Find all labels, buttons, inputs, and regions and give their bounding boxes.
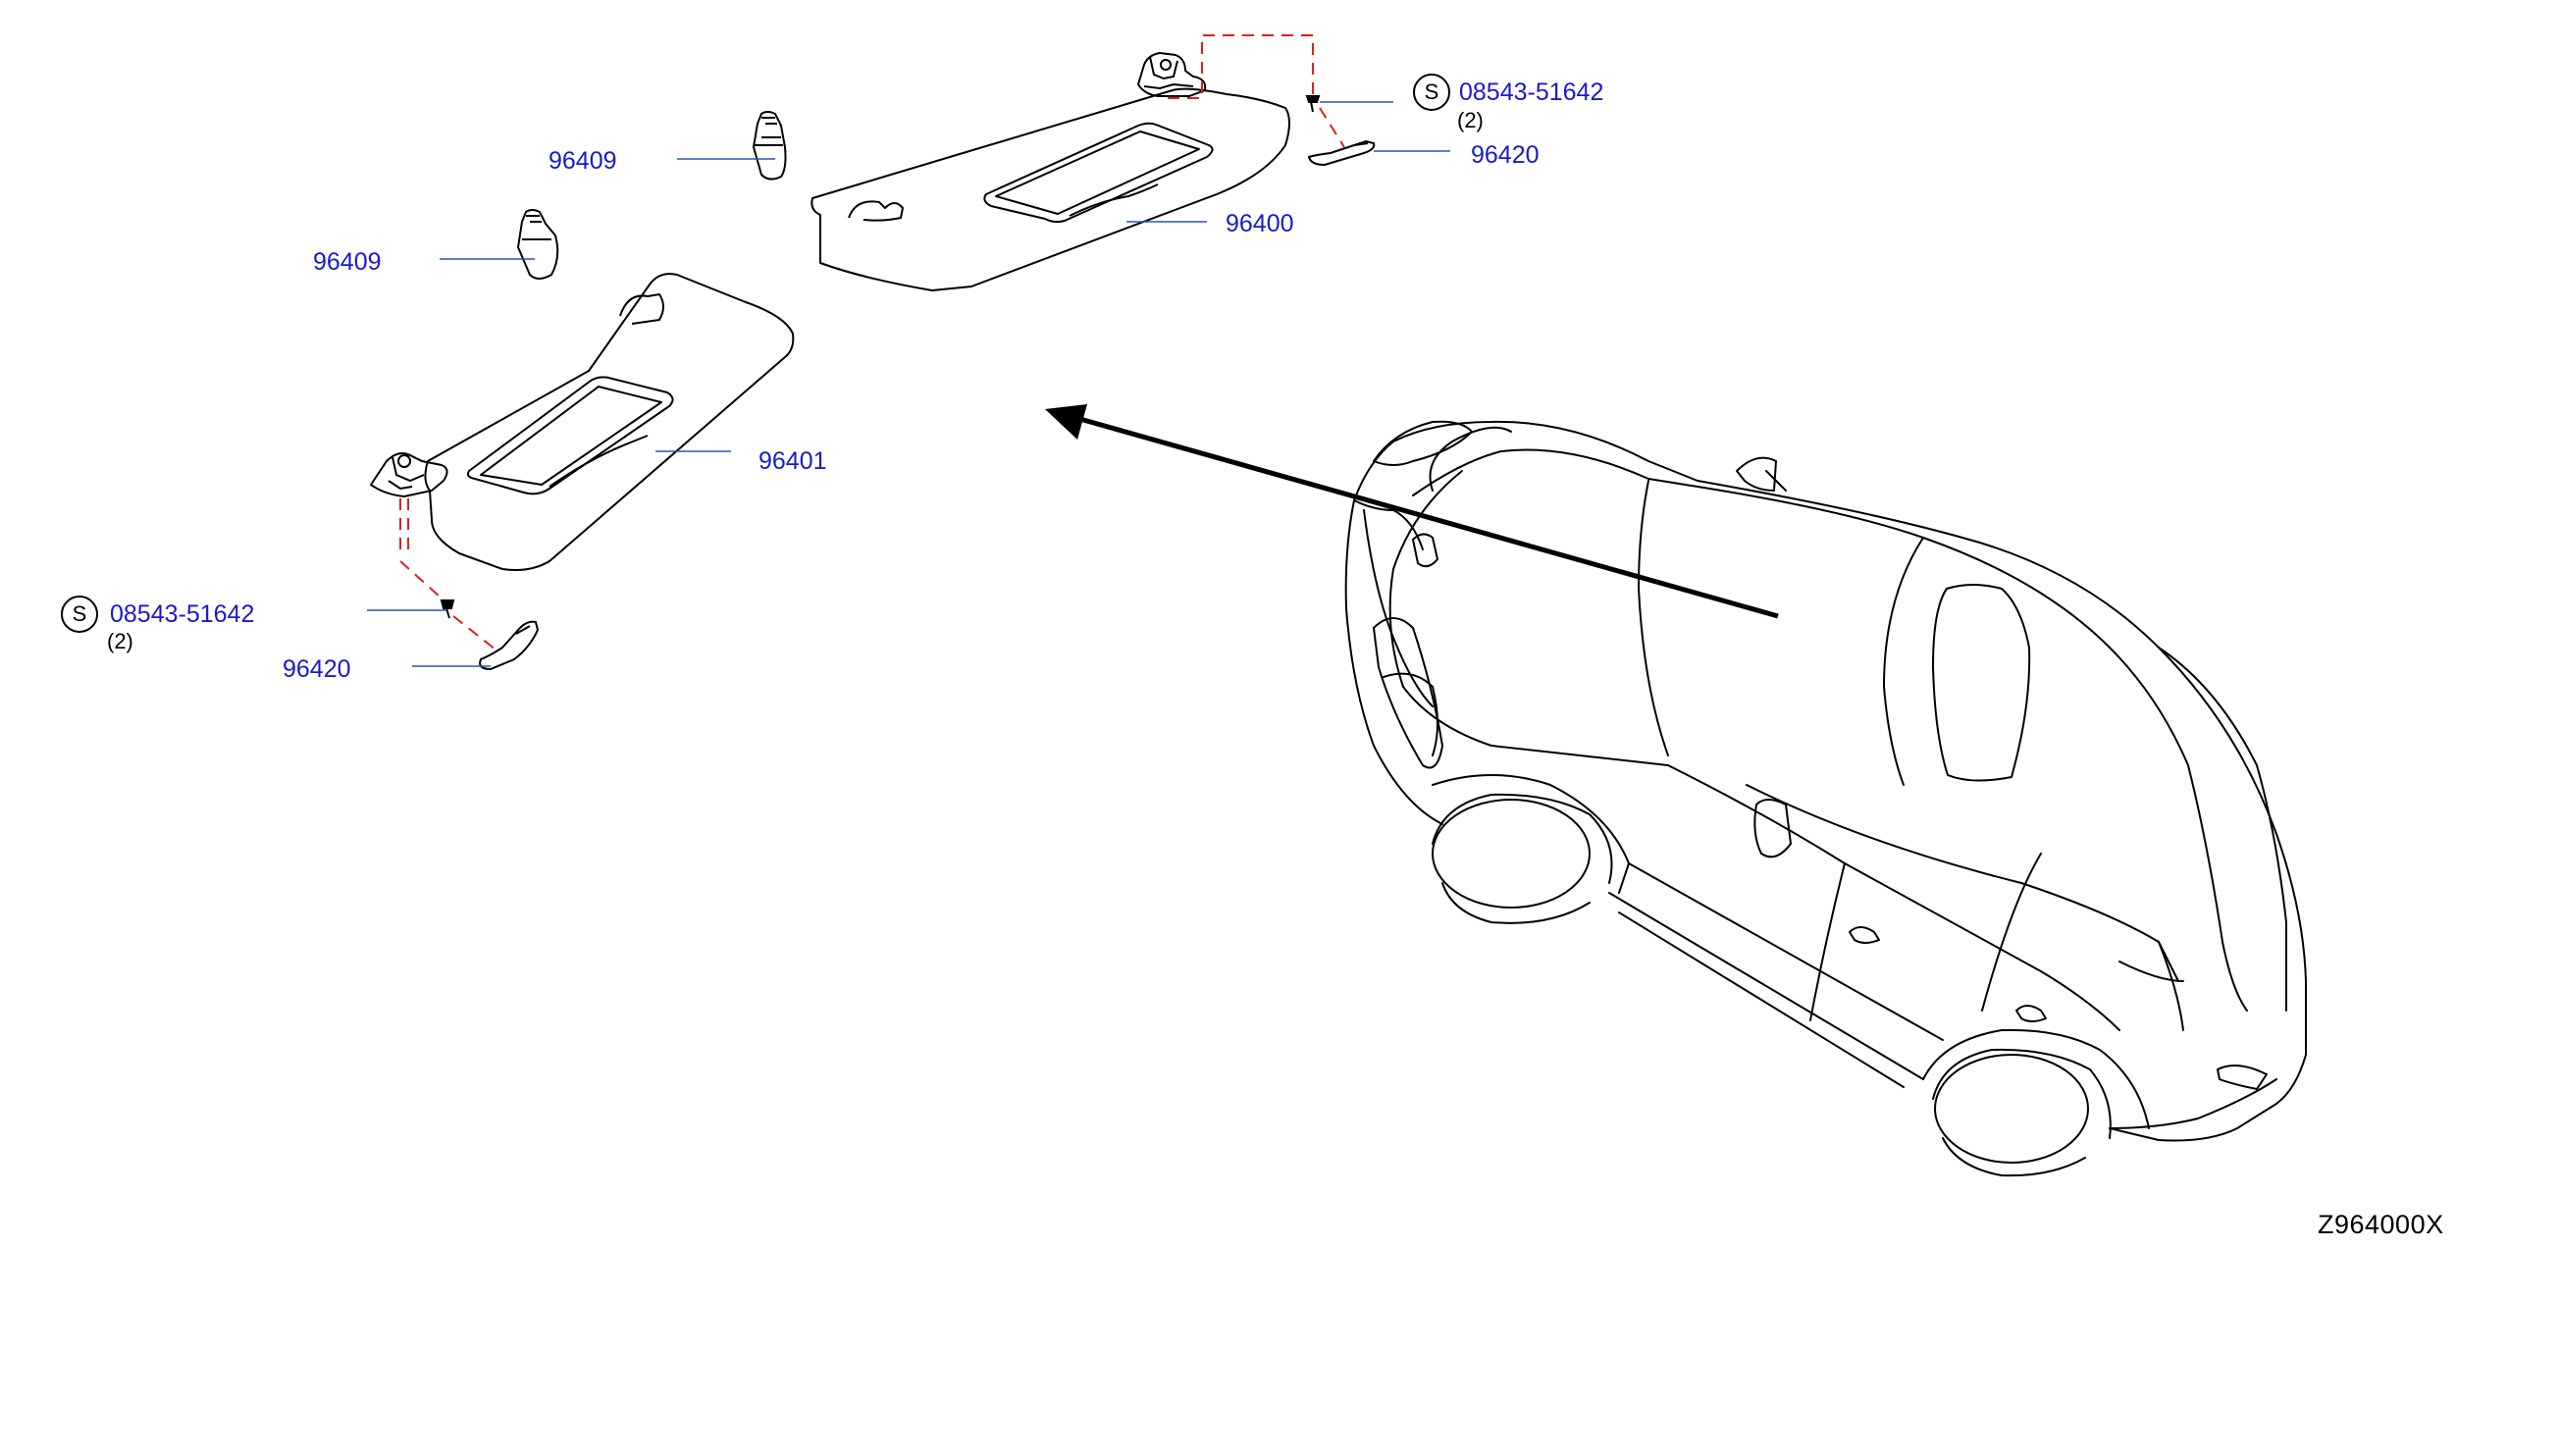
part-label-96420-left[interactable]: 96420 [283,655,351,683]
visor-holder-lower[interactable] [516,209,559,280]
hidden-line-left [399,498,497,650]
part-label-96420-right[interactable]: 96420 [1471,141,1540,169]
part-label-96400[interactable]: 96400 [1226,210,1294,237]
quantity-screw-right: (2) [1457,108,1484,132]
part-label-screw-right[interactable]: 08543-51642 [1459,78,1604,106]
part-label-96401[interactable]: 96401 [758,447,827,475]
hook-right[interactable] [1307,139,1376,167]
screw-left[interactable] [440,599,455,619]
part-label-96409-lower[interactable]: 96409 [313,248,382,276]
direction-arrow [1045,404,1779,619]
visor-pivot-left [369,452,448,498]
vehicle-outline [1344,420,2307,1177]
screw-symbol-left: S [61,596,98,633]
part-label-96409-upper[interactable]: 96409 [549,147,617,175]
sun-visor-left[interactable] [424,273,795,571]
visor-holder-upper[interactable] [752,111,787,181]
visor-pivot-right [1136,51,1207,97]
hidden-line-right [1168,34,1345,148]
leader-lines [367,101,1450,667]
screw-right[interactable] [1305,95,1321,113]
diagram-code: Z964000X [2318,1210,2444,1239]
screw-symbol-right: S [1413,74,1450,111]
part-label-screw-left[interactable]: 08543-51642 [110,600,255,628]
quantity-screw-left: (2) [107,629,133,653]
hook-left[interactable] [479,620,540,671]
sun-visor-right[interactable] [810,87,1290,291]
